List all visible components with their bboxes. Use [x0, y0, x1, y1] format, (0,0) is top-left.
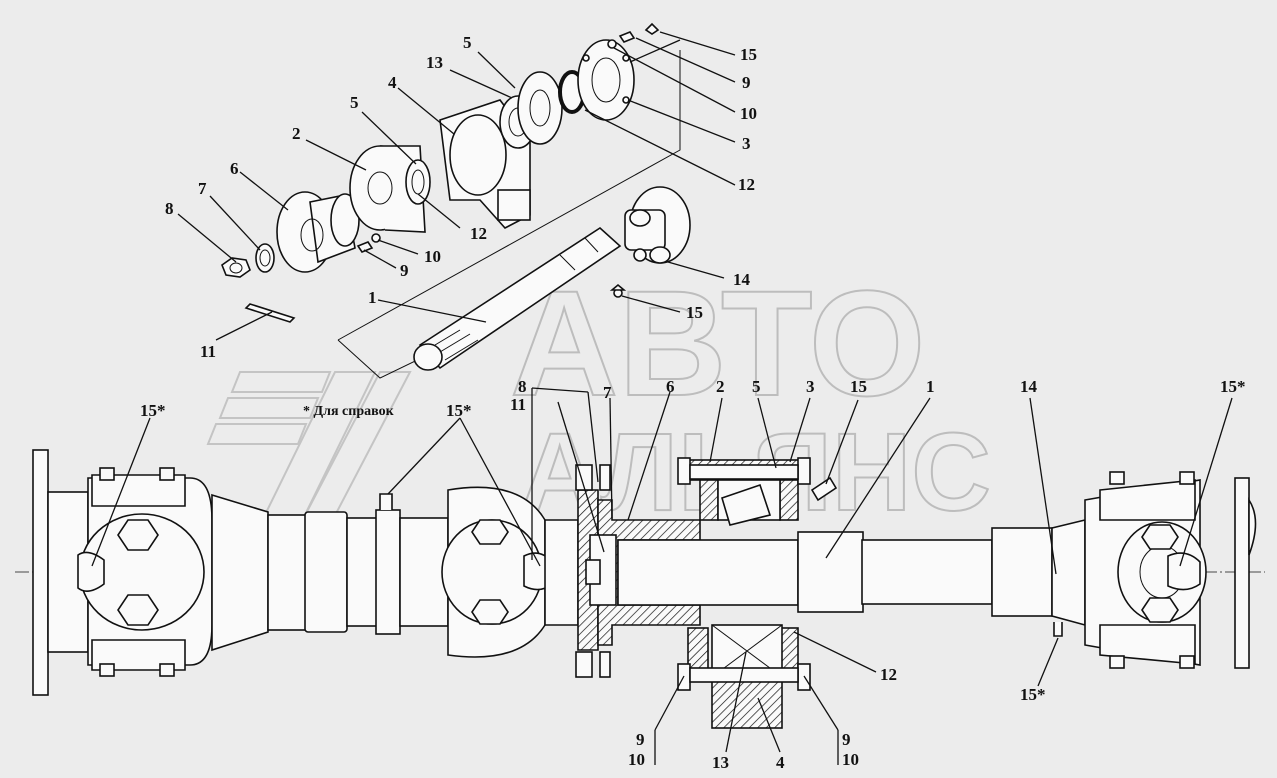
label-8: 8: [518, 377, 527, 396]
label-6: 6: [230, 159, 239, 178]
label-15: 15: [740, 45, 757, 64]
part-7-washer: [255, 243, 275, 273]
yoke-neck: [211, 493, 269, 652]
label-9: 9: [400, 261, 409, 280]
part-6-flange: [276, 191, 360, 273]
part-5-seal: [405, 159, 431, 205]
watermark-line1: АВТО: [510, 259, 926, 427]
part-9-bolt: [618, 31, 636, 43]
part-labels: 15 9 10 3 12 5 13 4 5 2 12 6 7 8 10 9 14…: [140, 33, 1246, 772]
part-9-bolt: [356, 241, 374, 253]
label-15: 15: [686, 303, 703, 322]
label-2: 2: [716, 377, 725, 396]
part-10-washer: [607, 39, 617, 49]
label-15-star: 15*: [1220, 377, 1246, 396]
left-flange: [32, 449, 49, 696]
label-14: 14: [733, 270, 751, 289]
label-14: 14: [1020, 377, 1038, 396]
label-15: 15: [850, 377, 867, 396]
grease-nipple: [1053, 622, 1063, 637]
shaft-spline: [861, 539, 993, 605]
label-11: 11: [200, 342, 216, 361]
label-10: 10: [842, 750, 859, 769]
label-5: 5: [350, 93, 359, 112]
label-12: 12: [738, 175, 755, 194]
label-9: 9: [742, 73, 751, 92]
grease-nipple: [379, 493, 393, 510]
right-cardan-joint: [1084, 471, 1207, 669]
label-9: 9: [636, 730, 645, 749]
part-15-grease-nipple: [644, 22, 660, 35]
slip-yoke: [991, 527, 1053, 617]
right-flange: [1234, 477, 1250, 669]
label-3: 3: [806, 377, 815, 396]
label-10: 10: [628, 750, 645, 769]
label-13: 13: [712, 753, 729, 772]
shaft-part-1: [797, 531, 864, 613]
label-12: 12: [880, 665, 897, 684]
part-5-seal: [517, 71, 563, 145]
label-1: 1: [926, 377, 935, 396]
label-6: 6: [666, 377, 675, 396]
part-1-spline-shaft: [413, 226, 622, 371]
exploded-view: [177, 22, 736, 379]
part-8-castle-nut: [221, 257, 251, 278]
label-15-star: 15*: [446, 401, 472, 420]
label-5: 5: [463, 33, 472, 52]
label-15-star: 15*: [140, 401, 166, 420]
label-1: 1: [368, 288, 377, 307]
leader-lines: [177, 31, 736, 341]
watermark: АВТО АЛЬЯНС: [206, 258, 992, 535]
assembled-view: [15, 387, 1265, 765]
label-12: 12: [470, 224, 487, 243]
part-15-grease-nipple: [609, 283, 627, 298]
label-8: 8: [165, 199, 174, 218]
left-cardan-joint: [77, 467, 213, 677]
reference-note: * Для справок: [303, 404, 395, 419]
right-flange-edge: [1248, 497, 1257, 556]
tube-section: [399, 517, 449, 627]
intermediate-support-section: [575, 457, 838, 729]
label-7: 7: [198, 179, 207, 198]
tube-section: [346, 517, 378, 627]
label-15-star: 15*: [1020, 685, 1046, 704]
yoke-neck: [1051, 518, 1086, 627]
label-4: 4: [388, 73, 397, 92]
label-2: 2: [292, 124, 301, 143]
nipple-boss: [375, 509, 401, 635]
leader-lines: [91, 387, 1233, 765]
part-14-yoke: [624, 186, 691, 264]
slip-sleeve: [304, 511, 348, 633]
label-7: 7: [603, 383, 612, 402]
label-3: 3: [742, 134, 751, 153]
label-13: 13: [426, 53, 443, 72]
tube-section: [267, 514, 309, 631]
label-5: 5: [752, 377, 761, 396]
label-10: 10: [424, 247, 441, 266]
label-10: 10: [740, 104, 757, 123]
label-11: 11: [510, 395, 526, 414]
label-9: 9: [842, 730, 851, 749]
part-3-cap: [577, 39, 635, 121]
label-4: 4: [776, 753, 785, 772]
